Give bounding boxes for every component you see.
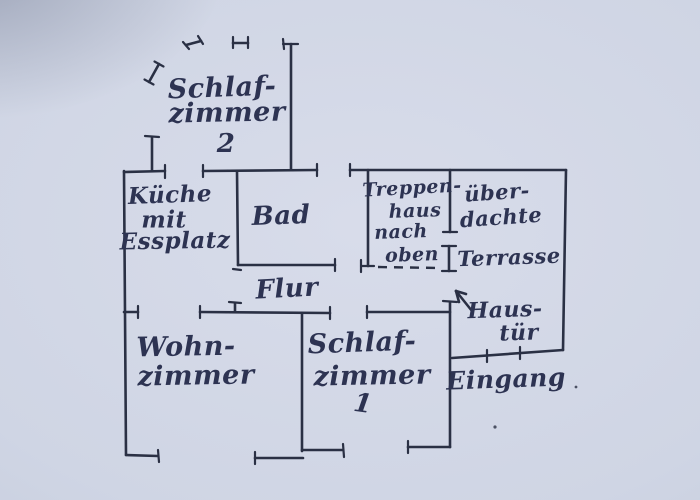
- label-kueche-line3: Essplatz: [119, 226, 231, 256]
- label-wohnzimmer-line2: zimmer: [137, 359, 255, 393]
- label-schlafzimmer1-line1: Schlaf-: [307, 325, 417, 361]
- label-schlafzimmer2-line2: zimmer: [168, 96, 286, 130]
- label-schlafzimmer2-line3: 2: [216, 129, 236, 159]
- label-terrasse-line3: Terrasse: [456, 242, 562, 272]
- label-wohnzimmer-line1: Wohn-: [136, 330, 236, 364]
- flur-walls: [122, 300, 332, 321]
- label-kueche-line1: Küche: [127, 180, 213, 210]
- schlafzimmer2-walls: [143, 34, 300, 173]
- ink-speck: [574, 385, 578, 389]
- treppenhaus-walls: [359, 168, 459, 274]
- eingang-walls: [450, 345, 565, 364]
- label-schlafzimmer1-line2: zimmer: [313, 359, 431, 393]
- treppenhaus-dashed-line: [377, 265, 443, 270]
- label-haustuer-line2: tür: [498, 319, 540, 347]
- wohnzimmer-walls: [124, 311, 305, 466]
- label-flur: Flur: [254, 272, 320, 306]
- schlafzimmer1-walls: [300, 299, 459, 459]
- label-bad: Bad: [251, 199, 311, 233]
- label-eingang: Eingang: [445, 362, 567, 396]
- bad-walls: [231, 169, 337, 273]
- label-treppenhaus-line3: nach: [373, 220, 429, 244]
- entry-arrow-icon: [454, 289, 474, 313]
- label-treppenhaus-line2: haus: [388, 199, 442, 223]
- middle-band-top-walls: [122, 162, 568, 180]
- label-treppenhaus-line4: oben: [384, 243, 440, 267]
- label-kueche-line2: mit: [141, 206, 187, 234]
- ink-speck: [493, 425, 497, 429]
